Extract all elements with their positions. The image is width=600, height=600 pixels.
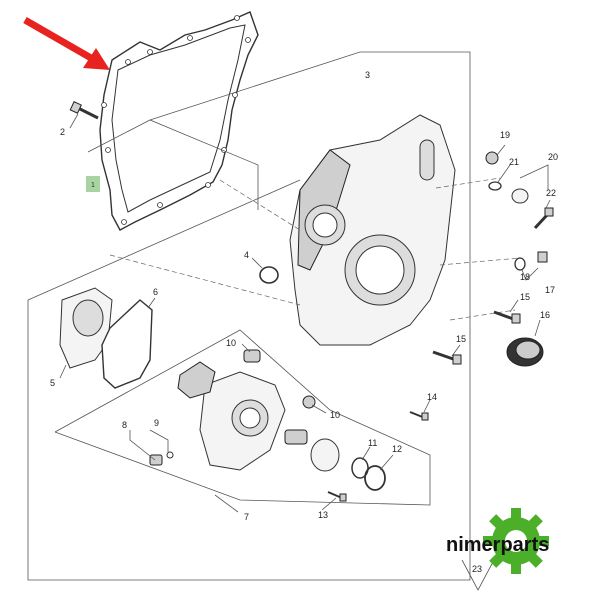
gasket-frame [87,119,259,210]
callout-18: 18 [520,272,530,282]
callout-17: 17 [545,285,555,295]
brand-name: nimerparts [446,534,549,556]
callout-19: 19 [500,130,510,140]
bolt-part-2 [69,101,99,120]
front-cover-part-3 [289,114,456,346]
callout-15-lower: 15 [456,334,466,344]
callout-7: 7 [244,512,249,522]
pump-housing [149,349,386,502]
callout-10-top: 10 [226,338,236,348]
callout-23: 23 [472,564,482,574]
gasket-inner-cutout [111,24,246,213]
callout-5: 5 [50,378,55,388]
right-small-parts [409,151,554,421]
callout-22: 22 [546,188,556,198]
callout-12: 12 [392,444,402,454]
callout-8: 8 [122,420,127,430]
red-arrow-icon [23,16,110,70]
inner-frame [54,329,431,506]
callout-21: 21 [509,157,519,167]
assembly-frame [27,51,471,581]
callout-11: 11 [368,438,377,448]
gasket-bolt-holes [101,15,251,225]
brand-logo: nimerparts [446,508,549,574]
part-1-marker-box [86,176,100,192]
callout-14: 14 [427,392,437,402]
callout-16: 16 [540,310,550,320]
callout-15-upper: 15 [520,292,530,302]
part-1-marker-label: 1 [91,182,95,189]
callout-2: 2 [60,127,65,137]
pump-gasket-part-6 [101,299,153,389]
gear-icon [483,508,549,574]
callout-6: 6 [153,287,158,297]
callout-10-right: 10 [330,410,340,420]
callout-20: 20 [548,152,558,162]
callout-13: 13 [318,510,328,520]
oring-part-4 [259,266,279,284]
callout-9: 9 [154,418,159,428]
callout-3: 3 [365,70,370,80]
callout-4: 4 [244,250,249,260]
